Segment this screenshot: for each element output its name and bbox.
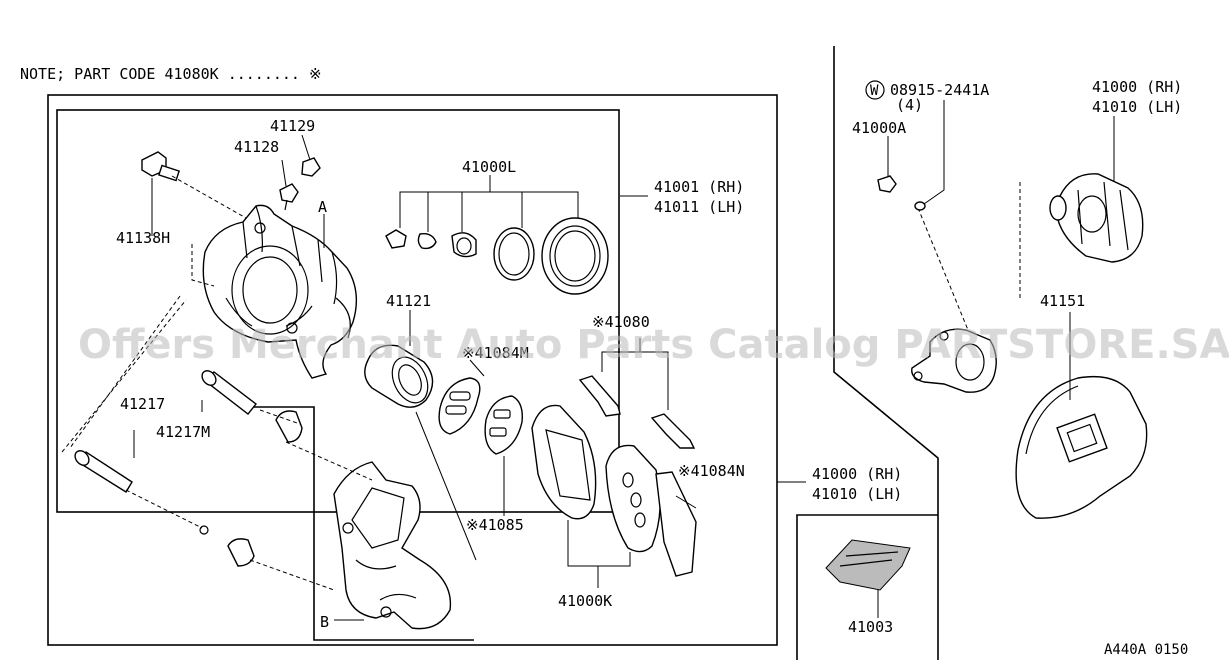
bolt-41000a [877,175,897,193]
bleeder-leader [281,159,287,187]
pad-inner [531,404,597,520]
label-41080: ※41080 [592,313,650,331]
cap-leader [301,134,311,161]
main-assembly-frame [47,94,778,646]
label-41084n: ※41084N [678,462,745,480]
piston-41121 [364,344,434,408]
label-41138h: 41138H [116,229,170,247]
shim-41084m [438,377,481,435]
label-41000a: 41000A [852,119,906,137]
clip-41080-bracket [601,338,669,410]
label-41217m: 41217M [156,423,210,441]
pads-bracket [567,520,631,588]
torque-member [333,461,452,630]
pad-guide-line [415,411,477,561]
assembly-lines [61,175,373,591]
guide-pin-41217 [74,450,133,493]
label-41000-rh-top: 41000 (RH) [1092,78,1182,96]
label-41001-rh: 41001 (RH) [654,178,744,196]
steering-knuckle [911,328,997,393]
shim-41085 [484,395,523,455]
label-41000-rh-main: 41000 (RH) [812,465,902,483]
shim-kit-41003 [825,539,911,591]
label-41000k: 41000K [558,592,612,610]
part-code-note: NOTE; PART CODE 41080K ........ ※ [20,65,322,83]
assembly-lines-right [917,182,1021,331]
label-41000l: 41000L [462,158,516,176]
label-41121: 41121 [386,292,431,310]
pad-outer [605,444,661,553]
label-08915-2441a: 08915-2441A [890,81,989,99]
washer-08915 [914,201,926,211]
seal-kit-bracket [399,191,579,232]
label-41129: 41129 [270,117,315,135]
label-marker-a: A [318,198,327,216]
cap-41129 [301,157,321,177]
seal-kit-41000l [385,217,609,295]
boots [199,410,303,567]
torque-member-frame [252,406,474,641]
label-41217: 41217 [120,395,165,413]
bleeder-41128 [279,183,299,211]
watermark: Offers Merchant Auto Parts Catalog PARTS… [78,322,1229,368]
washer-symbol: W [870,83,879,99]
right-divider [833,46,939,660]
label-41128: 41128 [234,138,279,156]
label-41010-lh-top: 41010 (LH) [1092,98,1182,116]
washer-symbol-circle [865,80,885,100]
label-41084m: ※41084M [462,344,529,362]
caliper-assembly-right [1049,173,1144,263]
shim-m-leader [469,359,485,377]
washer-leader [923,100,945,205]
label-41010-lh-main: 41010 (LH) [812,485,902,503]
shim-n-leader [675,495,697,509]
label-41003: 41003 [848,618,893,636]
clip-41080-upper [578,375,621,417]
label-marker-b: B [320,613,329,631]
label-08915-qty: (4) [896,96,923,114]
dust-shield-41151 [1015,375,1148,519]
shim-kit-frame [796,514,938,660]
label-41085: ※41085 [466,516,524,534]
caliper-body [202,204,358,379]
guide-pin-41217m [201,370,257,415]
shim-41084n [655,471,697,577]
bolt-41138h [141,151,180,182]
figure-code: A440A 0150 [1104,642,1188,658]
label-41151: 41151 [1040,292,1085,310]
label-41011-lh: 41011 (LH) [654,198,744,216]
clip-41080-lower [650,413,696,449]
